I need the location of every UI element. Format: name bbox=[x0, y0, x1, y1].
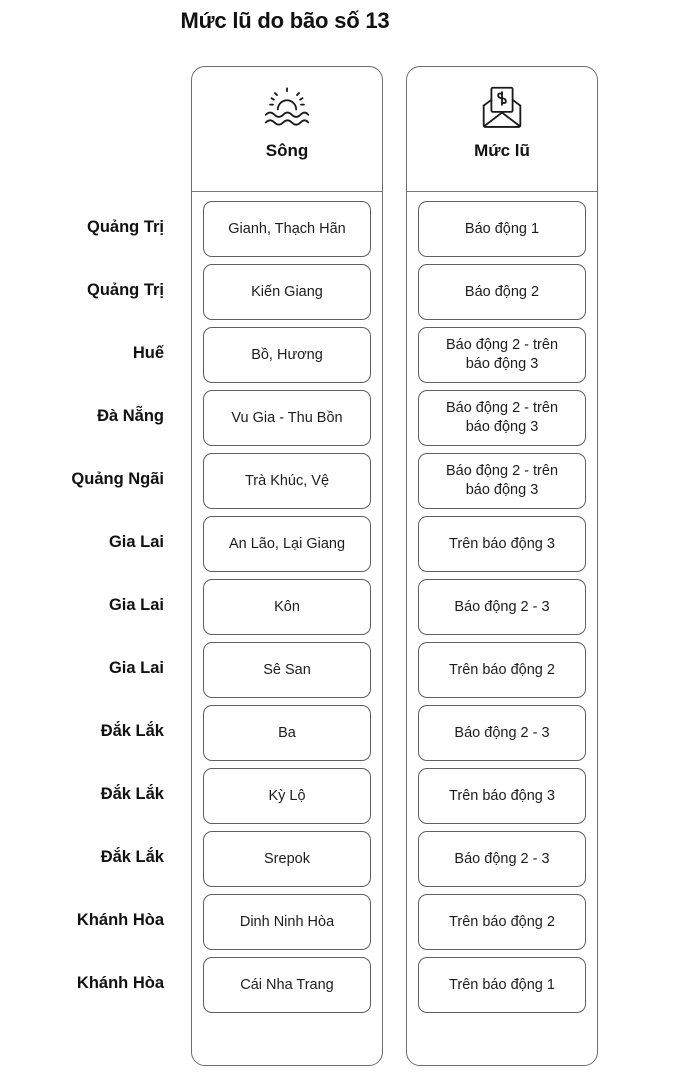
province-label: Huế bbox=[132, 344, 164, 362]
table-row[interactable]: An Lão, Lại Giang bbox=[203, 516, 371, 572]
sun-over-water-icon bbox=[264, 87, 310, 126]
table-row[interactable]: Báo động 2 - trên báo động 3 bbox=[418, 390, 586, 446]
table-row[interactable]: Trên báo động 2 bbox=[418, 642, 586, 698]
column-level-title: Mức lũ bbox=[474, 141, 530, 160]
table-row[interactable]: Bồ, Hương bbox=[203, 327, 371, 383]
table-row[interactable]: Báo động 2 - 3 bbox=[418, 579, 586, 635]
table-row[interactable]: Dinh Ninh Hòa bbox=[203, 894, 371, 950]
table-row[interactable]: Sê San bbox=[203, 642, 371, 698]
column-river-header: Sông bbox=[192, 67, 382, 192]
table-row[interactable]: Kỳ Lộ bbox=[203, 768, 371, 824]
table-row[interactable]: Gianh, Thạch Hãn bbox=[203, 201, 371, 257]
table-row[interactable]: Báo động 2 - 3 bbox=[418, 831, 586, 887]
table-row[interactable]: Báo động 2 - trên báo động 3 bbox=[418, 327, 586, 383]
table-row[interactable]: Ba bbox=[203, 705, 371, 761]
table-row[interactable]: Trà Khúc, Vệ bbox=[203, 453, 371, 509]
province-label: Gia Lai bbox=[108, 659, 164, 677]
table-row[interactable]: Báo động 1 bbox=[418, 201, 586, 257]
province-label: Khánh Hòa bbox=[76, 911, 164, 929]
province-label: Đắk Lắk bbox=[100, 785, 164, 803]
column-level: Mức lũ Báo động 1 Báo động 2 Báo động 2 - … bbox=[406, 66, 598, 1066]
column-level-header: Mức lũ bbox=[407, 67, 597, 192]
province-label: Khánh Hòa bbox=[76, 974, 164, 992]
table-row[interactable]: Kôn bbox=[203, 579, 371, 635]
page-title: Mức lũ do bão số 13 bbox=[180, 8, 390, 33]
table-row[interactable]: Báo động 2 - trên báo động 3 bbox=[418, 453, 586, 509]
table-row[interactable]: Srepok bbox=[203, 831, 371, 887]
table-row[interactable]: Trên báo động 2 bbox=[418, 894, 586, 950]
province-label: Quảng Ngãi bbox=[71, 470, 164, 488]
table-row[interactable]: Báo động 2 - 3 bbox=[418, 705, 586, 761]
table-row[interactable]: Trên báo động 3 bbox=[418, 516, 586, 572]
province-label: Gia Lai bbox=[108, 533, 164, 551]
table-row[interactable]: Kiến Giang bbox=[203, 264, 371, 320]
envelope-with-money-letter-icon bbox=[482, 86, 522, 128]
table-row[interactable]: Báo động 2 bbox=[418, 264, 586, 320]
table-row[interactable]: Trên báo động 1 bbox=[418, 957, 586, 1013]
table-row[interactable]: Cái Nha Trang bbox=[203, 957, 371, 1013]
province-label: Đắk Lắk bbox=[100, 848, 164, 866]
column-level-cells: Báo động 1 Báo động 2 Báo động 2 - trên bá… bbox=[407, 192, 597, 1013]
province-label: Quảng Trị bbox=[86, 218, 164, 236]
province-label: Đắk Lắk bbox=[100, 722, 164, 740]
column-river-title: Sông bbox=[265, 141, 309, 160]
province-label: Quảng Trị bbox=[86, 281, 164, 299]
table-row[interactable]: Trên báo động 3 bbox=[418, 768, 586, 824]
table-row[interactable]: Vu Gia - Thu Bồn bbox=[203, 390, 371, 446]
province-label: Đà Nẵng bbox=[97, 407, 164, 425]
province-label: Gia Lai bbox=[108, 596, 164, 614]
